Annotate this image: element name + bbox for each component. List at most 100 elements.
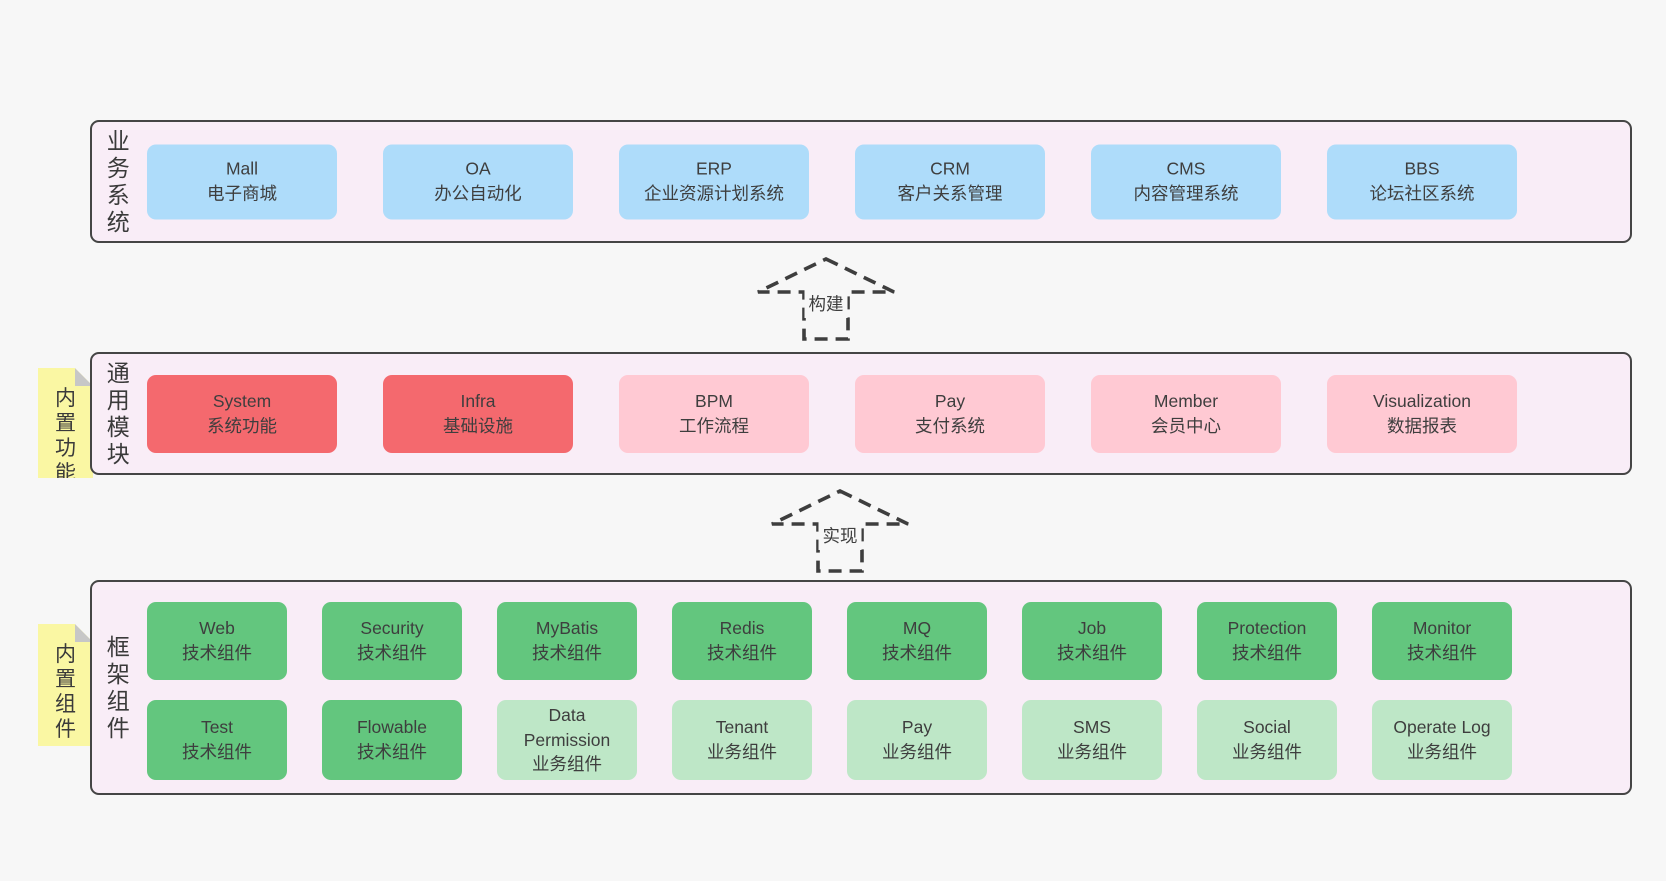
dashed-up-arrow-icon — [757, 256, 895, 341]
box-subtitle: 业务组件 — [1057, 742, 1127, 762]
box-title: OA — [465, 158, 491, 179]
box-test: Test 技术组件 — [147, 700, 287, 780]
box-title: Monitor — [1412, 618, 1472, 639]
sticky-note-label: 内置组件 — [54, 643, 76, 741]
box-member: Member 会员中心 — [1091, 374, 1281, 453]
box-title: Pay — [901, 717, 933, 738]
panel-business-systems: 业务系统 Mall 电子商城 OA 办公自动化 ERP 企业资源计划系统 CRM… — [90, 120, 1632, 243]
box-title: Test — [200, 717, 234, 738]
box-title: CRM — [930, 158, 970, 179]
box-monitor: Monitor 技术组件 — [1372, 602, 1512, 680]
box-subtitle: 业务组件 — [1407, 742, 1477, 762]
box-title: MQ — [902, 618, 932, 639]
arrow-label: 构建 — [804, 289, 848, 318]
box-title: MyBatis — [535, 618, 599, 639]
box-title: Protection — [1227, 618, 1307, 639]
panel-common-modules: 通用模块 System 系统功能 Infra 基础设施 BPM 工作流程 Pay… — [90, 352, 1632, 475]
box-subtitle: 技术组件 — [1057, 643, 1127, 663]
box-pay-module: Pay 支付系统 — [855, 374, 1045, 453]
box-mq: MQ 技术组件 — [847, 602, 987, 680]
box-title: Job — [1077, 618, 1107, 639]
business-systems-row: Mall 电子商城 OA 办公自动化 ERP 企业资源计划系统 CRM 客户关系… — [147, 144, 1517, 219]
panel-side-label: 业务系统 — [106, 127, 130, 235]
box-protection: Protection 技术组件 — [1197, 602, 1337, 680]
box-subtitle: 支付系统 — [915, 415, 985, 436]
build-arrow: 构建 — [755, 256, 897, 342]
box-title: Redis — [719, 618, 765, 639]
box-mybatis: MyBatis 技术组件 — [497, 602, 637, 680]
box-sms: SMS 业务组件 — [1022, 700, 1162, 780]
common-modules-row: System 系统功能 Infra 基础设施 BPM 工作流程 Pay 支付系统… — [147, 374, 1517, 453]
dashed-up-arrow-icon — [771, 488, 909, 573]
box-subtitle: 基础设施 — [443, 415, 513, 436]
box-data-permission: Data Permission 业务组件 — [497, 700, 637, 780]
box-subtitle: 企业资源计划系统 — [644, 183, 784, 204]
box-title: Social — [1243, 717, 1291, 738]
box-subtitle: 技术组件 — [1407, 643, 1477, 663]
box-subtitle: 业务组件 — [1232, 742, 1302, 762]
box-subtitle: 电子商城 — [207, 183, 277, 204]
panel-side-label: 通用模块 — [106, 359, 130, 467]
box-web: Web 技术组件 — [147, 602, 287, 680]
box-operate-log: Operate Log 业务组件 — [1372, 700, 1512, 780]
box-subtitle: 数据报表 — [1387, 415, 1457, 436]
box-flowable: Flowable 技术组件 — [322, 700, 462, 780]
box-title: Mall — [225, 158, 259, 179]
box-title: Member — [1153, 390, 1219, 411]
box-subtitle: 技术组件 — [182, 643, 252, 663]
box-subtitle: 技术组件 — [357, 742, 427, 762]
box-cms: CMS 内容管理系统 — [1091, 144, 1281, 219]
box-title: Flowable — [356, 717, 428, 738]
box-security: Security 技术组件 — [322, 602, 462, 680]
box-oa: OA 办公自动化 — [383, 144, 573, 219]
sticky-note-built-in-features: 内置功能 — [38, 368, 93, 478]
box-subtitle: 会员中心 — [1151, 415, 1221, 436]
framework-components-row-1: Web 技术组件 Security 技术组件 MyBatis 技术组件 Redi… — [147, 602, 1512, 680]
framework-components-row-2: Test 技术组件 Flowable 技术组件 Data Permission … — [147, 700, 1512, 780]
box-title: Visualization — [1373, 390, 1471, 411]
box-subtitle: 内容管理系统 — [1133, 183, 1239, 204]
box-erp: ERP 企业资源计划系统 — [619, 144, 809, 219]
panel-framework-components: 框架组件 Web 技术组件 Security 技术组件 MyBatis 技术组件… — [90, 580, 1632, 795]
box-title: Web — [199, 618, 235, 639]
box-system: System 系统功能 — [147, 374, 337, 453]
box-subtitle: 技术组件 — [532, 643, 602, 663]
panel-side-label: 框架组件 — [106, 633, 130, 741]
box-subtitle: 技术组件 — [707, 643, 777, 663]
box-subtitle: 技术组件 — [1232, 643, 1302, 663]
box-subtitle: 技术组件 — [882, 643, 952, 663]
box-title: Data Permission — [523, 704, 611, 750]
sticky-note-built-in-components: 内置组件 — [38, 624, 93, 746]
box-infra: Infra 基础设施 — [383, 374, 573, 453]
box-tenant: Tenant 业务组件 — [672, 700, 812, 780]
box-subtitle: 办公自动化 — [434, 183, 522, 204]
box-subtitle: 系统功能 — [207, 415, 277, 436]
box-social: Social 业务组件 — [1197, 700, 1337, 780]
box-subtitle: 技术组件 — [357, 643, 427, 663]
box-subtitle: 论坛社区系统 — [1369, 183, 1475, 204]
box-title: Tenant — [715, 717, 769, 738]
box-title: Operate Log — [1393, 717, 1491, 738]
box-title: Pay — [934, 390, 966, 411]
sticky-note-label: 内置功能 — [54, 387, 76, 485]
box-crm: CRM 客户关系管理 — [855, 144, 1045, 219]
box-bpm: BPM 工作流程 — [619, 374, 809, 453]
box-visualization: Visualization 数据报表 — [1327, 374, 1517, 453]
box-mall: Mall 电子商城 — [147, 144, 337, 219]
box-title: ERP — [696, 158, 732, 179]
box-bbs: BBS 论坛社区系统 — [1327, 144, 1517, 219]
arrow-label: 实现 — [818, 521, 862, 550]
box-title: System — [212, 390, 272, 411]
box-subtitle: 客户关系管理 — [897, 183, 1003, 204]
box-subtitle: 技术组件 — [182, 742, 252, 762]
box-pay-component: Pay 业务组件 — [847, 700, 987, 780]
box-title: SMS — [1073, 717, 1111, 738]
box-subtitle: 业务组件 — [882, 742, 952, 762]
box-job: Job 技术组件 — [1022, 602, 1162, 680]
implement-arrow: 实现 — [769, 488, 911, 574]
box-subtitle: 业务组件 — [532, 754, 602, 775]
box-redis: Redis 技术组件 — [672, 602, 812, 680]
box-subtitle: 工作流程 — [679, 415, 749, 436]
box-title: BPM — [695, 390, 733, 411]
box-subtitle: 业务组件 — [707, 742, 777, 762]
